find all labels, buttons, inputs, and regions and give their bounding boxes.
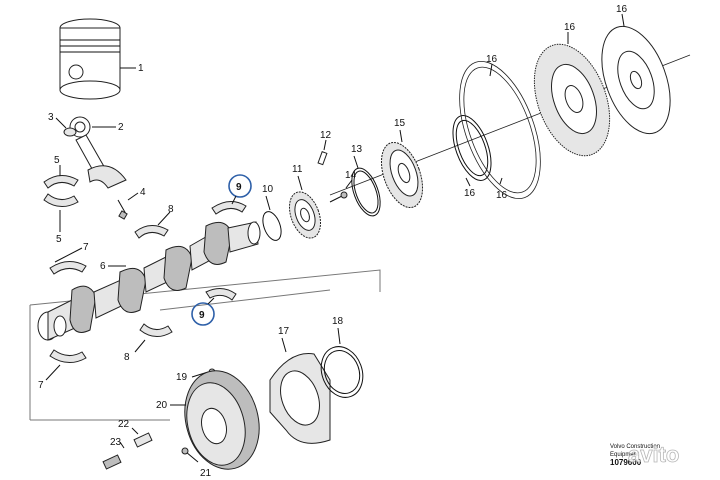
label-bearing5-top: 5 xyxy=(54,155,60,166)
label-thrust8-top: 8 xyxy=(168,204,174,215)
label-flexplate16: 16 xyxy=(616,4,628,15)
bolt-14 xyxy=(329,179,353,203)
assembly-frame xyxy=(29,269,381,421)
seal-18 xyxy=(320,327,364,398)
cap-bolt xyxy=(117,192,139,220)
label-bolt21: 21 xyxy=(200,468,212,479)
crank-gear-11 xyxy=(288,175,322,239)
label-seal18: 18 xyxy=(332,316,344,327)
label-fitting23: 23 xyxy=(110,437,122,448)
label-bearing5-bot: 5 xyxy=(56,234,62,245)
label-oring10: 10 xyxy=(262,184,274,195)
fitting-23 xyxy=(102,441,125,470)
footer-code: 1079600 xyxy=(610,458,642,467)
thrust-washer-bot xyxy=(134,323,173,353)
thrust-washer-top xyxy=(134,211,171,239)
label-seal13: 13 xyxy=(351,144,363,155)
pin-12 xyxy=(317,139,328,166)
footer-caption: Volvo Construction Equipment 1079600 xyxy=(610,444,660,467)
damper-pulley-20 xyxy=(170,370,260,470)
callout-9-bot xyxy=(191,288,237,326)
label-nipple22: 22 xyxy=(118,419,130,430)
bushing xyxy=(55,117,77,137)
label-gear11: 11 xyxy=(292,164,303,175)
label-pin12: 12 xyxy=(320,130,332,141)
callout-9-top xyxy=(211,174,252,215)
label-cover17: 17 xyxy=(278,326,290,337)
label-piston: 1 xyxy=(138,63,144,74)
footer-line1: Volvo Construction xyxy=(610,444,660,450)
seal-ring-13 xyxy=(351,155,381,217)
flywheel-16 xyxy=(533,32,611,157)
footer-line2: Equipment xyxy=(610,452,639,458)
label-bolt14: 14 xyxy=(345,170,357,181)
timing-cover-17 xyxy=(269,337,331,444)
label-crankshaft: 6 xyxy=(100,261,106,272)
label-bolt19: 19 xyxy=(176,372,188,383)
gear-15 xyxy=(380,129,424,209)
nipple-22 xyxy=(131,427,153,448)
crankshaft xyxy=(37,221,261,341)
label-ring16-b: 16 xyxy=(486,54,498,65)
label-bushing: 3 xyxy=(48,112,54,123)
label-hl9-top: 9 xyxy=(236,182,242,193)
label-bearing7-bot: 7 xyxy=(38,380,44,391)
label-hl9-bot: 9 xyxy=(199,310,205,321)
label-thrust8-bot: 8 xyxy=(124,352,130,363)
label-gear15: 15 xyxy=(394,118,406,129)
label-bearing7-top: 7 xyxy=(83,242,89,253)
watermark: avito xyxy=(628,442,679,467)
label-damper20: 20 xyxy=(156,400,168,411)
label-ring16-a: 16 xyxy=(464,188,476,199)
o-ring-10 xyxy=(262,195,282,241)
label-flywheel16-a: 16 xyxy=(564,22,576,33)
bolt-21 xyxy=(181,447,199,463)
main-bearing-7 xyxy=(45,247,87,381)
label-ring16-c: 16 xyxy=(496,190,508,201)
label-conrod: 2 xyxy=(118,122,124,133)
flexplate-16 xyxy=(601,13,671,135)
piston xyxy=(59,18,136,100)
flywheel-housing-16 xyxy=(459,60,541,200)
label-bolt4: 4 xyxy=(140,187,146,198)
bearing-shell-5 xyxy=(43,165,79,232)
